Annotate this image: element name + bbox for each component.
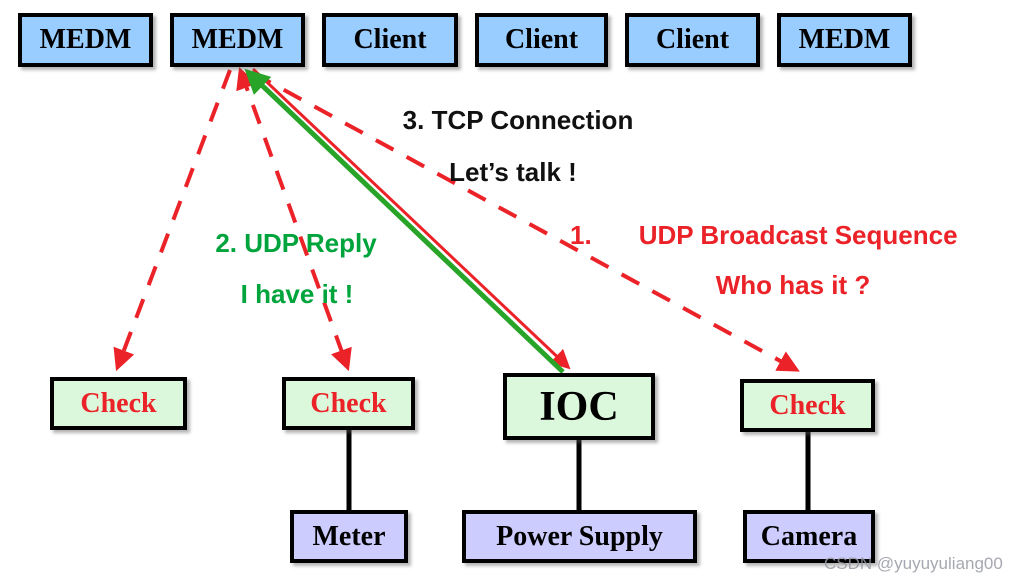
- tcp-connection-label: 3. TCP Connection: [402, 105, 634, 135]
- node-label: Camera: [760, 520, 858, 552]
- node-label: Check: [310, 387, 387, 419]
- node-medm-2: MEDM: [170, 13, 305, 67]
- node-label: MEDM: [191, 24, 284, 55]
- spacer: [592, 220, 639, 251]
- udp-reply-sublabel: I have it !: [240, 279, 354, 309]
- udp-broadcast-arrow-left: [113, 69, 232, 372]
- node-label: MEDM: [39, 24, 132, 55]
- node-camera: Camera: [743, 510, 875, 563]
- node-check-2: Check: [282, 377, 415, 430]
- node-label: Client: [353, 24, 427, 55]
- tcp-connection-sublabel: Let’s talk !: [449, 157, 577, 187]
- node-label: Client: [504, 24, 579, 55]
- node-label: Check: [769, 389, 846, 421]
- udp-broadcast-reply-arrow-middle: [236, 66, 352, 372]
- udp-broadcast-sublabel: Who has it ?: [715, 270, 871, 300]
- node-check-3: Check: [740, 379, 875, 432]
- node-label: Power Supply: [496, 520, 663, 552]
- node-label: IOC: [539, 383, 619, 430]
- node-label: Client: [655, 24, 730, 55]
- udp-broadcast-text: UDP Broadcast Sequence: [638, 220, 958, 250]
- node-power-supply: Power Supply: [462, 510, 697, 563]
- node-check-1: Check: [50, 377, 187, 430]
- node-label: MEDM: [798, 24, 891, 55]
- node-medm-1: MEDM: [18, 13, 153, 67]
- node-medm-3: MEDM: [777, 13, 912, 67]
- udp-broadcast-number: 1.: [570, 220, 592, 250]
- node-label: Check: [80, 387, 157, 419]
- node-client-2: Client: [475, 13, 608, 67]
- node-client-3: Client: [625, 13, 760, 67]
- udp-reply-label: 2. UDP Reply: [215, 228, 377, 258]
- node-ioc: IOC: [503, 373, 655, 440]
- node-client-1: Client: [322, 13, 458, 67]
- udp-broadcast-label: 1. UDP Broadcast Sequence: [570, 220, 958, 251]
- node-meter: Meter: [290, 510, 408, 563]
- csdn-watermark: CSDN @yuyuyuliang00: [824, 554, 1003, 573]
- node-label: Meter: [312, 520, 386, 552]
